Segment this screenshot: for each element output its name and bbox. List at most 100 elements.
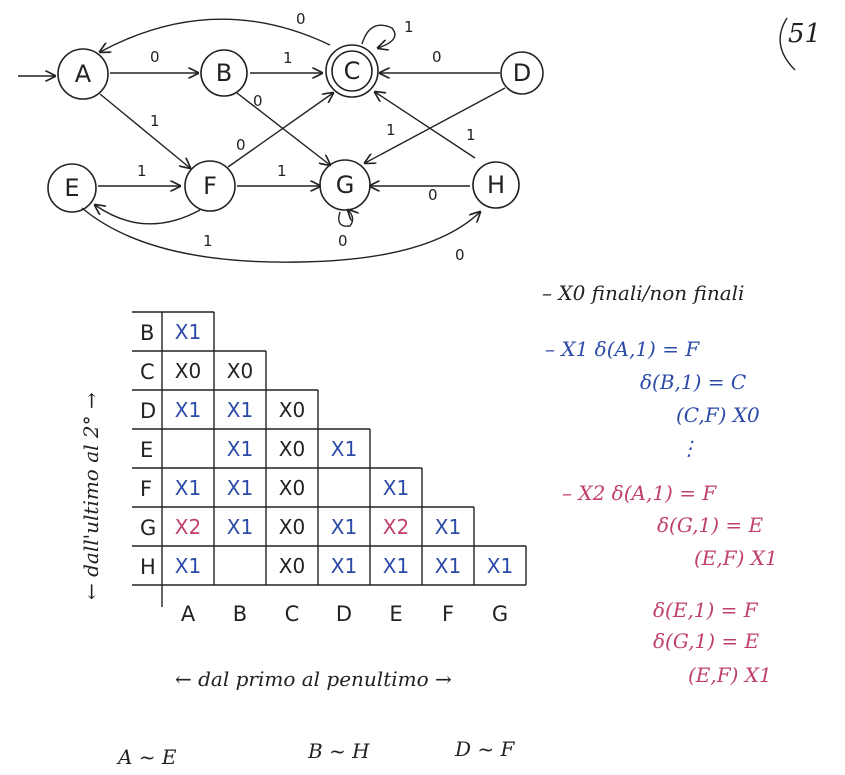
label-B-C: 1 bbox=[283, 49, 293, 67]
col-header: A bbox=[181, 602, 196, 626]
node-H-label: H bbox=[487, 171, 505, 199]
equivalences-group: A ~ E B ~ H D ~ F bbox=[116, 737, 516, 769]
table-cell-mark: X1 bbox=[227, 398, 253, 422]
node-E-label: E bbox=[64, 174, 79, 202]
label-B-G: 0 bbox=[253, 92, 263, 110]
edge-D-G bbox=[365, 87, 506, 163]
edge-F-E bbox=[95, 205, 201, 225]
equivalence-0: A ~ E bbox=[116, 745, 177, 769]
node-F: F bbox=[184, 160, 236, 212]
note-x0: – X0 finali/non finali bbox=[542, 281, 744, 305]
label-E-H: 0 bbox=[455, 246, 465, 264]
node-D: D bbox=[500, 51, 544, 95]
table-cell-mark: X1 bbox=[331, 554, 357, 578]
table-cell-mark: X1 bbox=[175, 554, 201, 578]
col-header: F bbox=[442, 602, 454, 626]
horizontal-caption: ← dal primo al penultimo → bbox=[175, 667, 452, 691]
node-E: E bbox=[47, 163, 97, 213]
table-cell-mark: X0 bbox=[279, 437, 305, 461]
node-F-label: F bbox=[203, 172, 217, 200]
label-D-G: 1 bbox=[386, 121, 396, 139]
node-G: G bbox=[319, 159, 371, 211]
col-header: G bbox=[492, 602, 508, 626]
node-C-label: C bbox=[344, 57, 361, 85]
table-cell-mark: X2 bbox=[175, 515, 201, 539]
table-cell-mark: X1 bbox=[383, 476, 409, 500]
note-x1-c: (C,F) X0 bbox=[676, 403, 760, 427]
row-header: F bbox=[140, 477, 152, 501]
note-x2-c: (E,F) X1 bbox=[694, 546, 778, 570]
table-cell-mark: X1 bbox=[435, 554, 461, 578]
note-x1-a: – X1 δ(A,1) = F bbox=[545, 337, 700, 361]
node-D-label: D bbox=[513, 59, 531, 87]
notes-group: – X0 finali/non finali – X1 δ(A,1) = F δ… bbox=[542, 281, 778, 687]
label-A-F: 1 bbox=[150, 112, 160, 130]
equivalence-1: B ~ H bbox=[307, 739, 370, 763]
note-x1-b: δ(B,1) = C bbox=[640, 370, 746, 394]
row-header: H bbox=[140, 555, 156, 579]
note-x2-a: – X2 δ(A,1) = F bbox=[562, 481, 717, 505]
edge-B-G bbox=[236, 92, 330, 165]
row-header: E bbox=[140, 438, 153, 462]
table-cell-mark: X2 bbox=[383, 515, 409, 539]
table-cell-mark: X1 bbox=[175, 398, 201, 422]
table-cell-mark: X1 bbox=[175, 320, 201, 344]
row-header: D bbox=[140, 399, 156, 423]
table-cell-mark: X1 bbox=[383, 554, 409, 578]
node-G-label: G bbox=[336, 171, 355, 199]
note-x2-e: δ(G,1) = E bbox=[653, 629, 759, 653]
label-C-A: 0 bbox=[296, 10, 306, 28]
label-D-C: 0 bbox=[432, 48, 442, 66]
table-cell-mark: X0 bbox=[279, 554, 305, 578]
label-F-E: 1 bbox=[203, 232, 213, 250]
table-cell-mark: X1 bbox=[227, 515, 253, 539]
label-G-G: 0 bbox=[338, 232, 348, 250]
note-x2-b: δ(G,1) = E bbox=[657, 513, 763, 537]
table-cell-mark: X1 bbox=[175, 476, 201, 500]
edge-C-A bbox=[100, 18, 331, 52]
page-number-bracket bbox=[779, 17, 796, 71]
label-E-F: 1 bbox=[137, 162, 147, 180]
edge-F-C bbox=[227, 93, 333, 168]
note-x1-dots: ⋮ bbox=[679, 436, 699, 460]
edge-C-C bbox=[361, 24, 396, 48]
table-cell-mark: X0 bbox=[279, 515, 305, 539]
label-F-C: 0 bbox=[236, 136, 246, 154]
node-B: B bbox=[200, 49, 248, 97]
row-header: B bbox=[140, 321, 154, 345]
node-H: H bbox=[472, 161, 520, 209]
node-C: C bbox=[325, 44, 379, 98]
edge-A-F bbox=[99, 93, 190, 168]
edge-G-G bbox=[338, 210, 353, 227]
table-cell-mark: X0 bbox=[227, 359, 253, 383]
table-grid bbox=[132, 311, 527, 607]
table-cell-mark: X1 bbox=[227, 437, 253, 461]
table-cell-mark: X1 bbox=[331, 515, 357, 539]
table-cell-mark: X1 bbox=[487, 554, 513, 578]
col-header: D bbox=[336, 602, 352, 626]
table-cell-mark: X1 bbox=[227, 476, 253, 500]
label-H-G: 0 bbox=[428, 186, 438, 204]
node-A-label: A bbox=[75, 60, 92, 88]
label-C-C: 1 bbox=[404, 18, 414, 36]
equivalence-2: D ~ F bbox=[454, 737, 516, 761]
edge-H-C bbox=[375, 92, 476, 159]
label-F-G: 1 bbox=[277, 162, 287, 180]
note-x2-d: δ(E,1) = F bbox=[653, 598, 759, 622]
node-B-label: B bbox=[216, 59, 232, 87]
label-H-C: 1 bbox=[466, 126, 476, 144]
row-header: C bbox=[140, 360, 155, 384]
table-cell-mark: X0 bbox=[175, 359, 201, 383]
row-header: G bbox=[140, 516, 156, 540]
label-A-B: 0 bbox=[150, 48, 160, 66]
note-x2-f: (E,F) X1 bbox=[688, 663, 772, 687]
table-cell-mark: X1 bbox=[435, 515, 461, 539]
table-cell-mark: X0 bbox=[279, 398, 305, 422]
table-cell-mark: X0 bbox=[279, 476, 305, 500]
table-cell-mark: X1 bbox=[331, 437, 357, 461]
node-A: A bbox=[57, 48, 109, 100]
edges-group bbox=[81, 18, 506, 263]
